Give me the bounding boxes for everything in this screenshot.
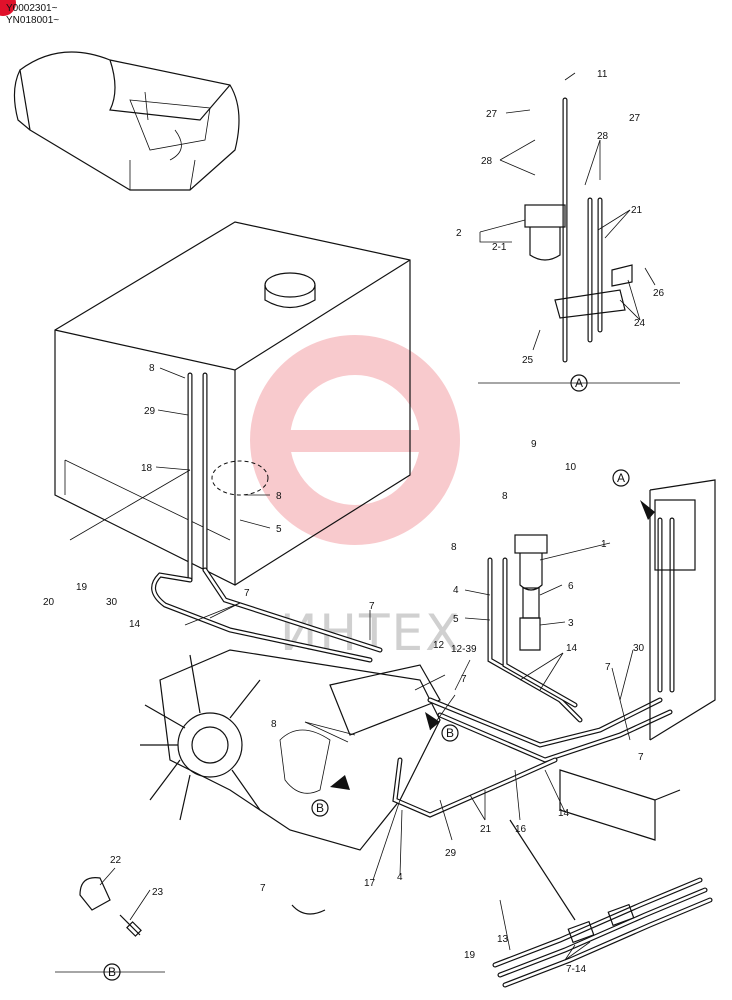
callout-7: 7 [461, 674, 467, 685]
callout-7: 7 [369, 601, 375, 612]
callout-20: 20 [43, 597, 55, 608]
tank-pipes [151, 372, 383, 663]
view-markers [103, 374, 630, 981]
serial-range-2: YN018001~ [6, 15, 60, 26]
callout-21: 21 [480, 824, 492, 835]
callout-2-1: 2-1 [492, 242, 507, 253]
callout-10: 10 [565, 462, 577, 473]
callout-2: 2 [456, 228, 462, 239]
callout-28: 28 [481, 156, 493, 167]
callout-19: 19 [464, 950, 476, 961]
callout-8: 8 [451, 542, 457, 553]
callout-14: 14 [566, 643, 578, 654]
serial-numbers: Y0002301~ YN018001~ [6, 3, 59, 27]
callout-13: 13 [497, 934, 509, 945]
callout-1: 1 [601, 539, 607, 550]
callout-29: 29 [445, 848, 457, 859]
callout-8: 8 [502, 491, 508, 502]
callout-7: 7 [638, 752, 644, 763]
callout-14: 14 [129, 619, 141, 630]
callout-16: 16 [515, 824, 527, 835]
callout-24: 24 [634, 318, 646, 329]
callout-29: 29 [144, 406, 156, 417]
view-b-arrow-marker-2: B [316, 801, 324, 815]
view-a-detail [478, 97, 680, 384]
callout-27: 27 [486, 109, 498, 120]
callout-11: 11 [597, 69, 608, 80]
callout-7: 7 [605, 662, 611, 673]
callout-14: 14 [558, 808, 570, 819]
callout-6: 6 [568, 581, 574, 592]
callout-7-14: 7-14 [566, 964, 586, 975]
callout-8: 8 [271, 719, 277, 730]
fuel-lines [392, 517, 675, 818]
arrows [330, 500, 655, 790]
callout-12: 12 [433, 640, 445, 651]
callout-8: 8 [276, 491, 282, 502]
callout-4: 4 [397, 872, 403, 883]
callout-4: 4 [453, 585, 459, 596]
detail-circle [211, 460, 269, 496]
callout-5: 5 [276, 524, 282, 535]
callout-28: 28 [597, 131, 609, 142]
view-b-detail [55, 877, 165, 973]
callout-8: 8 [149, 363, 155, 374]
callout-30: 30 [106, 597, 118, 608]
view-a-arrow-marker: A [617, 471, 625, 485]
engine [140, 649, 441, 851]
corner-marker [0, 0, 16, 16]
callout-12-39: 12-39 [451, 644, 477, 655]
callout-23: 23 [152, 887, 164, 898]
view-b-arrow-marker: B [446, 726, 454, 740]
machine-thumbnail [13, 51, 240, 191]
callout-7: 7 [244, 588, 250, 599]
fuel-filter [514, 534, 548, 651]
chassis-frame [559, 479, 716, 841]
leader-lines [69, 72, 656, 961]
watermark-text: ИНТЕХ [280, 604, 461, 662]
callout-19: 19 [76, 582, 88, 593]
callout-27: 27 [629, 113, 641, 124]
callout-9: 9 [531, 439, 537, 450]
callout-25: 25 [522, 355, 534, 366]
serial-range-1: Y0002301~ [6, 3, 58, 14]
callout-30: 30 [633, 643, 645, 654]
callout-26: 26 [653, 288, 665, 299]
callout-22: 22 [110, 855, 122, 866]
view-b-marker: B [108, 965, 116, 979]
callout-5: 5 [453, 614, 459, 625]
clip-part [291, 904, 326, 915]
callout-21: 21 [631, 205, 643, 216]
view-a-marker: A [575, 376, 583, 390]
callout-3: 3 [568, 618, 574, 629]
callout-17: 17 [364, 878, 376, 889]
callout-7: 7 [260, 883, 266, 894]
callout-18: 18 [141, 463, 153, 474]
pipe-bundle [492, 819, 713, 988]
watermark-gear [250, 335, 460, 545]
part-callouts: 8 29 18 8 5 19 20 30 7 14 7 9 10 8 1 8 6… [43, 69, 665, 975]
